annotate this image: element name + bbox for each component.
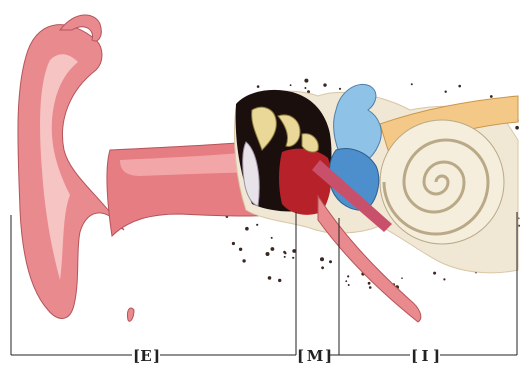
bone-speckle <box>321 266 324 269</box>
bone-speckle <box>304 79 308 83</box>
bone-speckle <box>284 256 286 258</box>
inner-ear-label: [ I ] <box>411 347 440 365</box>
bone-speckle <box>239 248 242 251</box>
bone-speckle <box>443 278 445 280</box>
outer-ear-label-close: ] <box>153 347 160 365</box>
middle-ear-label-open: [ <box>297 347 304 365</box>
bone-speckle <box>320 257 324 261</box>
bone-speckle <box>347 275 349 277</box>
bone-speckle <box>339 88 341 90</box>
inner-ear-label-open: [ <box>411 347 418 365</box>
cochlea <box>380 120 504 244</box>
bone-speckle <box>304 87 306 89</box>
bone-speckle <box>271 237 273 239</box>
bone-speckle <box>348 284 350 286</box>
earlobe-tip <box>127 308 134 321</box>
middle-ear-label: [ M ] <box>297 347 332 365</box>
bone-speckle <box>490 95 493 98</box>
bone-speckle <box>292 257 294 259</box>
bone-speckle <box>271 247 275 251</box>
bone-speckle <box>266 252 270 256</box>
bone-speckle <box>268 276 272 280</box>
bone-speckle <box>284 252 286 254</box>
middle-ear-label-text: M <box>307 347 324 365</box>
bone-speckle <box>368 282 371 285</box>
bone-speckle <box>515 126 519 130</box>
inner-ear <box>312 84 518 322</box>
bone-speckle <box>278 279 281 282</box>
bone-speckle <box>257 85 260 88</box>
middle-ear-label-close: ] <box>325 347 332 365</box>
bone-speckle <box>329 260 332 263</box>
bone-speckle <box>242 259 245 262</box>
bone-speckle <box>369 286 372 289</box>
bone-speckle <box>290 84 292 86</box>
outer-ear-label-open: [ <box>133 347 140 365</box>
bone-speckle <box>345 280 347 282</box>
bone-speckle <box>458 85 461 88</box>
inner-ear-label-text: I <box>421 347 428 365</box>
bone-speckle <box>245 227 249 231</box>
inner-ear-label-close: ] <box>433 347 440 365</box>
bone-speckle <box>433 272 436 275</box>
region-labels: [ E ] [ M ] [ I ] <box>133 347 440 365</box>
bone-speckle <box>445 91 447 93</box>
outer-ear-label: [ E ] <box>133 347 160 365</box>
bone-speckle <box>323 83 326 86</box>
bone-speckle <box>401 277 403 279</box>
middle-ear <box>236 90 332 215</box>
outer-ear-label-text: E <box>140 347 151 365</box>
bone-speckle <box>411 83 413 85</box>
bone-speckle <box>232 242 235 245</box>
bone-speckle <box>256 224 258 226</box>
